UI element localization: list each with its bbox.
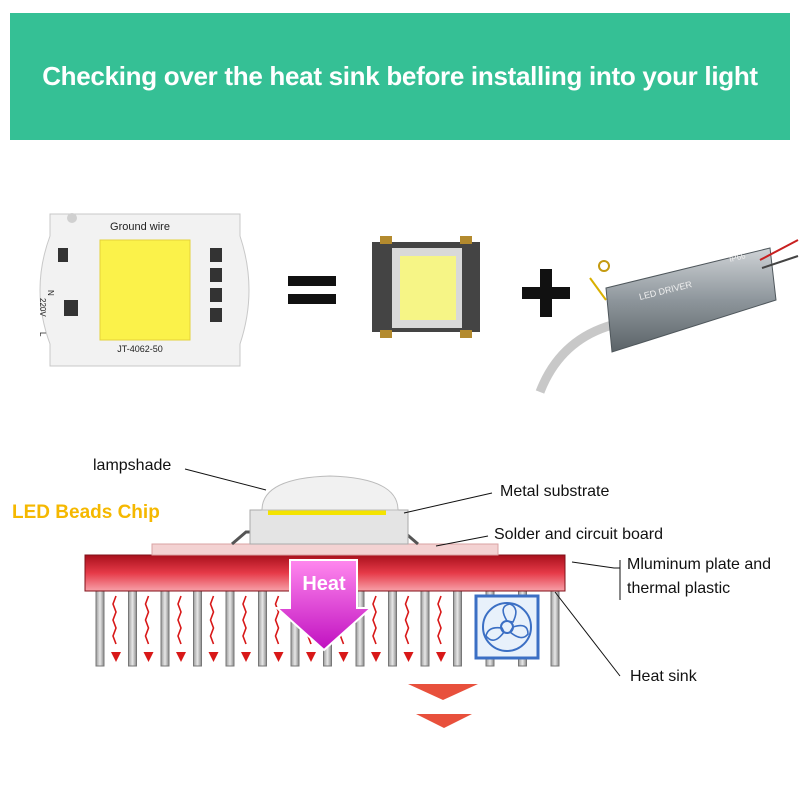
heat-sink-fin — [258, 590, 267, 667]
circuit-board — [151, 543, 499, 556]
heat-sink-fin — [388, 590, 397, 667]
page-title: Checking over the heat sink before insta… — [42, 61, 758, 91]
down-arrow-icon — [408, 684, 478, 700]
heat-flow-arrowhead — [273, 652, 284, 662]
driver-rating-text: IP66 — [728, 251, 747, 264]
plus-icon — [522, 269, 570, 317]
heat-flow-arrowhead — [436, 652, 446, 662]
heat-flow-arrowhead — [371, 652, 381, 662]
heat-flow-arrow — [274, 595, 280, 645]
cob-top-text: Ground wire — [110, 221, 170, 233]
substrate-leader — [403, 492, 493, 514]
metal-substrate-label: Metal substrate — [500, 483, 610, 500]
heatsink-leader — [554, 591, 621, 677]
down-arrow-icon — [416, 714, 472, 728]
cob-voltage-text: 220V — [38, 298, 47, 317]
heat-sink-fin — [225, 590, 235, 667]
led-emitter — [268, 509, 386, 515]
equals-icon — [288, 276, 336, 304]
fan-icon — [474, 594, 540, 660]
heat-sink-fin — [160, 590, 170, 667]
lampshade-dome — [261, 475, 399, 511]
heat-flow-arrow — [437, 595, 442, 645]
heat-sink-fin — [128, 590, 137, 667]
heat-sink-fin — [453, 590, 462, 667]
heat-flow-arrowhead — [176, 652, 186, 662]
heat-flow-arrow — [242, 595, 247, 645]
header-banner: Checking over the heat sink before insta… — [10, 13, 790, 140]
cob-module — [39, 213, 250, 367]
heat-flow-arrowhead — [143, 652, 154, 662]
aluminum-label-line2: thermal plastic — [627, 580, 731, 597]
cob-model-text: JT-4062-50 — [117, 344, 163, 354]
led-driver-product — [535, 239, 799, 394]
heat-flow-arrowhead — [306, 652, 316, 662]
aluminum-label-line1: Mluminum plate and — [627, 556, 772, 573]
led-beads-chip-label: LED Beads Chip — [12, 502, 160, 523]
heat-flow-arrowhead — [208, 652, 219, 662]
heat-flow-arrow — [372, 595, 377, 645]
heat-flow-arrow — [144, 595, 150, 645]
metal-substrate — [249, 509, 409, 545]
heat-flow-arrow — [209, 595, 215, 645]
solder-label: Solder and circuit board — [494, 526, 663, 543]
heatsink-label: Heat sink — [630, 668, 697, 685]
cob-l-text: L — [38, 332, 47, 337]
heat-label: Heat — [302, 573, 346, 595]
heat-flow-arrowhead — [241, 652, 251, 662]
lampshade-label: lampshade — [93, 457, 172, 474]
heat-sink-fin — [550, 590, 560, 667]
heat-sink-fin — [193, 590, 202, 667]
heat-flow-arrowhead — [403, 652, 414, 662]
solder-leader — [435, 535, 489, 547]
heat-flow-arrow — [177, 595, 182, 645]
lampshade-leader — [184, 468, 267, 491]
heat-flow-arrow — [112, 595, 117, 645]
heat-flow-arrowhead — [111, 652, 121, 662]
heat-flow-arrowhead — [338, 652, 349, 662]
led-chip-product — [372, 236, 480, 338]
heat-sink-fin — [95, 590, 105, 667]
cob-n-text: N — [46, 290, 55, 296]
heat-arrow-icon — [274, 559, 374, 652]
heat-flow-arrow — [404, 595, 410, 645]
heat-sink-fin — [420, 590, 430, 667]
aluminum-leader — [571, 561, 620, 569]
